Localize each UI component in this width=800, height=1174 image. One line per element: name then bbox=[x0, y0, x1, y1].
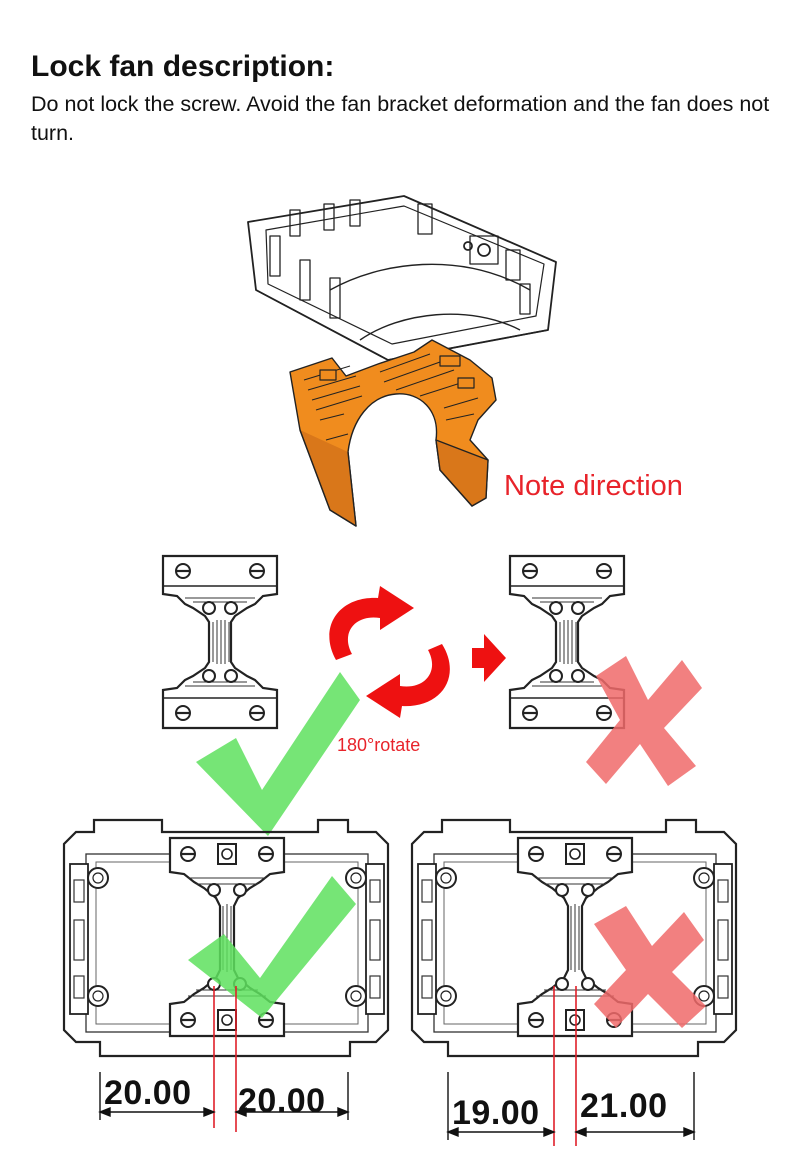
check-mark-icon bbox=[188, 876, 356, 1018]
rotate-arrows-icon bbox=[329, 586, 450, 718]
dimension-correct-left: 20.00 bbox=[104, 1074, 192, 1112]
right-arrow-icon bbox=[472, 634, 506, 682]
dimension-wrong-right: 21.00 bbox=[580, 1087, 668, 1125]
note-direction-label: Note direction bbox=[504, 470, 683, 502]
cross-mark-icon bbox=[586, 656, 702, 786]
description-text: Do not lock the screw. Avoid the fan bra… bbox=[31, 92, 770, 145]
dimension-lines bbox=[98, 1072, 696, 1140]
rotate-label: 180°rotate bbox=[337, 735, 420, 755]
dimension-correct-right: 20.00 bbox=[238, 1082, 326, 1120]
bracket-rotated-orientation bbox=[508, 554, 626, 730]
check-mark-icon bbox=[196, 672, 360, 836]
dimension-wrong-left: 19.00 bbox=[452, 1094, 540, 1132]
cross-mark-icon bbox=[594, 906, 706, 1028]
fan-frame-isometric bbox=[247, 195, 557, 361]
page-title: Lock fan description: bbox=[31, 50, 335, 83]
fan-heatsink-orange bbox=[289, 339, 497, 527]
bracket-correct-orientation bbox=[161, 554, 279, 730]
